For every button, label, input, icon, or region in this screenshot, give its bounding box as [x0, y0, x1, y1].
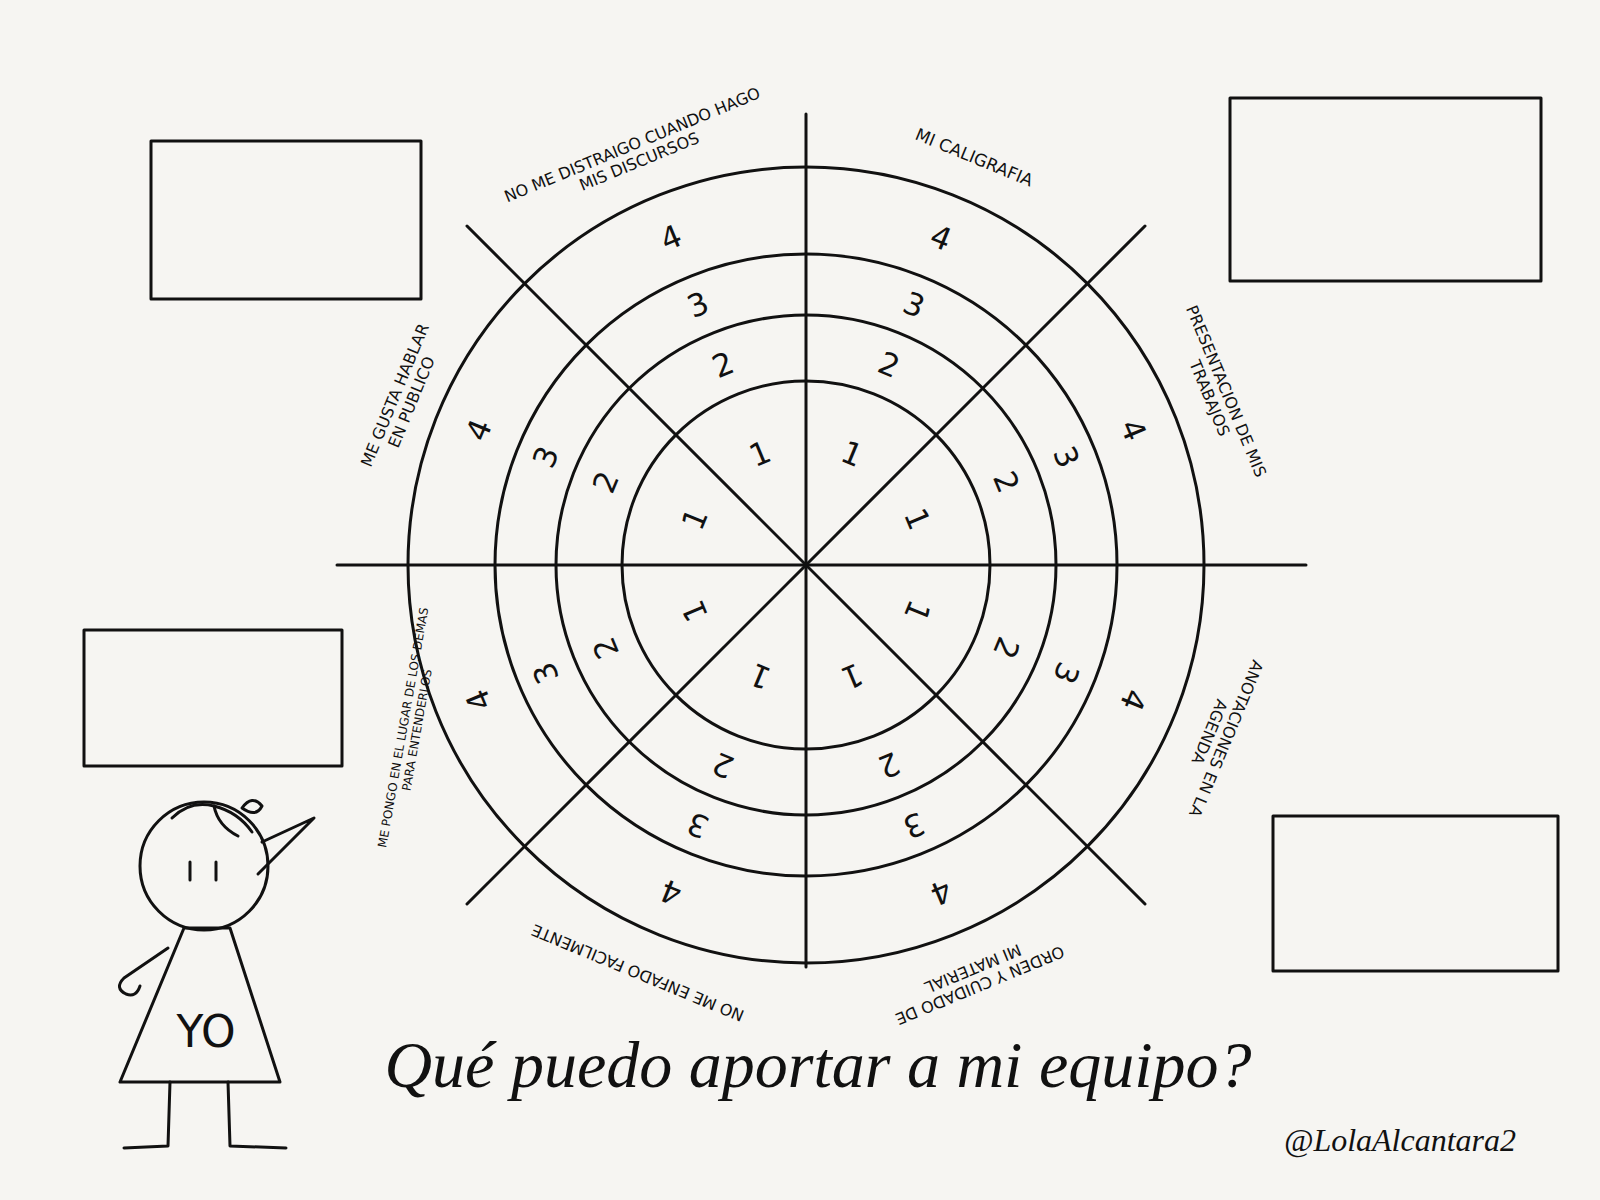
sector-label: NO ME DISTRAIGO CUANDO HAGO MIS DISCURSO…	[499, 83, 772, 224]
ring-number: 4	[655, 874, 685, 910]
empty-box	[151, 141, 421, 299]
ring-number: 3	[683, 287, 713, 323]
sector-line	[337, 564, 1306, 567]
sector-line	[467, 226, 1145, 904]
ring-number: 3	[683, 807, 713, 843]
ring-number: 4	[655, 220, 685, 256]
figure-label: YO	[176, 1007, 235, 1058]
ring-number: 2	[874, 747, 904, 783]
girl-hair	[172, 805, 252, 833]
ring-number: 4	[1115, 685, 1151, 715]
ring-number: 3	[528, 442, 564, 472]
sector-label: ME GUSTA HABLAR EN PUBLICO	[353, 308, 456, 488]
ring-number: 2	[587, 633, 623, 663]
ring-number: 1	[899, 596, 935, 626]
empty-box	[1273, 816, 1558, 971]
ring-number: 1	[745, 436, 775, 472]
sector-label: MI CALIGRAFIA	[878, 111, 1070, 206]
title: Qué puedo aportar a mi equipo?	[384, 1029, 1251, 1102]
girl-dress	[120, 928, 280, 1082]
ring-number: 2	[874, 346, 904, 382]
sector-line	[467, 226, 1145, 904]
ring-number: 4	[1115, 414, 1151, 444]
ring-number: 1	[745, 658, 775, 694]
ring-number: 3	[898, 287, 928, 323]
sector-label: NO ME ENFADO FACILMENTE	[496, 906, 780, 1038]
sector-label: ORDEN Y CUIDADO DE MI MATERIAL	[879, 922, 1073, 1031]
ring-number: 4	[926, 220, 956, 256]
ring-number: 4	[461, 414, 497, 444]
ring-number: 4	[461, 685, 497, 715]
signature: @LolaAlcantara2	[1284, 1122, 1516, 1159]
sector-label: ME PONGO EN EL LUGAR DE LOS DEMAS PARA E…	[374, 598, 446, 859]
sector-label: ANOTACIONES EN LA AGENDA	[1164, 640, 1271, 830]
girl-leg	[228, 1082, 286, 1148]
empty-box	[1230, 98, 1541, 281]
empty-box	[84, 630, 342, 766]
ring-number: 2	[988, 633, 1024, 663]
girl-raised-arm	[258, 818, 314, 874]
girl-head	[140, 802, 268, 930]
ring-number: 1	[837, 436, 867, 472]
ring-number: 3	[898, 807, 928, 843]
ring-number: 1	[837, 658, 867, 694]
ring-number: 1	[677, 596, 713, 626]
girl-bow	[242, 800, 262, 812]
girl-eye	[189, 862, 192, 880]
ring-number: 3	[528, 657, 564, 687]
girl-arm	[119, 948, 168, 995]
ring-number: 2	[708, 346, 738, 382]
girl-eye	[215, 862, 218, 880]
sector-label: PRESENTACION DE MIS TRABAJOS	[1162, 295, 1273, 494]
ring-number: 2	[708, 747, 738, 783]
ring-number: 1	[677, 504, 713, 534]
sector-line	[805, 114, 808, 967]
ring-number: 3	[1048, 442, 1084, 472]
ring-number: 2	[587, 467, 623, 497]
ring-number: 3	[1048, 657, 1084, 687]
ring-number: 2	[988, 467, 1024, 497]
girl-leg	[124, 1082, 170, 1148]
ring-number: 4	[926, 874, 956, 910]
girl-hair	[214, 806, 238, 836]
ring-number: 1	[899, 504, 935, 534]
